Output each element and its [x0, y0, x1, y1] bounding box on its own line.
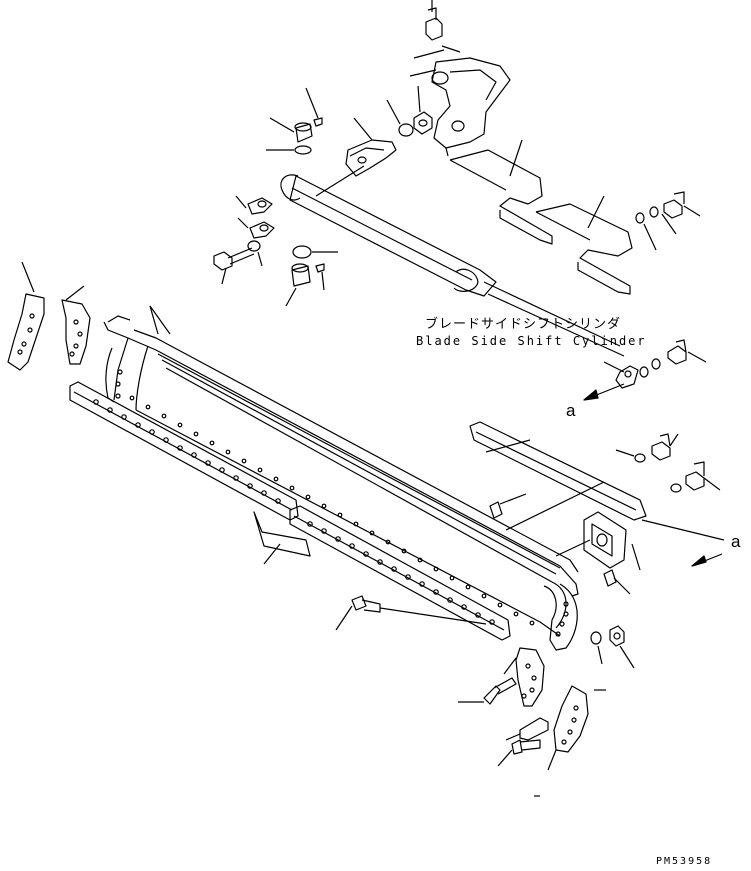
end-bit-right-outer [547, 685, 589, 771]
leader-line [386, 99, 401, 125]
bolt-left [213, 240, 263, 285]
cutting-edge-holes [93, 399, 495, 625]
bolt-bottom-b [497, 739, 541, 767]
blade-side-shift-cylinder [280, 165, 625, 357]
cylinder-clevis [345, 117, 397, 177]
bolt-set-right-middle [615, 433, 721, 493]
bolt-set-right-upper [635, 191, 701, 251]
view-arrow-upper [583, 383, 625, 401]
leader-line [441, 45, 461, 53]
guard-plate-lower [535, 195, 633, 295]
top-bolt [425, 0, 443, 41]
clamp-halves [235, 195, 275, 239]
lower-cap [285, 245, 338, 307]
plow-bolt-lower [458, 677, 517, 705]
leader-line [149, 305, 171, 335]
blade-moldboard [103, 315, 579, 651]
component-label-jp: ブレードサイドシフトシリンダ [425, 317, 622, 332]
cutting-edge-support-bar [469, 421, 647, 521]
blade-perforations [129, 395, 535, 626]
cylinder-bracket [409, 49, 511, 157]
view-arrow-lower [641, 519, 725, 567]
small-plug-middle [489, 481, 605, 531]
guard-plate-upper [449, 139, 553, 245]
end-bit-left-inner [61, 285, 91, 365]
nut [413, 111, 433, 135]
drawing-code: PM53958 [656, 856, 713, 867]
bolt-bottom-a [505, 717, 549, 741]
callout-bracket [253, 511, 311, 565]
washer [398, 123, 414, 137]
leader-line [305, 87, 319, 119]
view-reference-upper: a [566, 401, 576, 420]
cutting-edge-left [69, 381, 299, 521]
end-bit-right-inner [503, 647, 545, 707]
washer [294, 145, 312, 155]
plow-bolt-upper [335, 595, 487, 631]
washer-nut-lower-right [590, 625, 635, 669]
leader-line [149, 305, 159, 335]
mounting-block [555, 511, 641, 571]
rod-end-assembly [603, 339, 707, 389]
small-plug-right [603, 569, 631, 595]
grease-cap-top [269, 117, 313, 143]
grease-fitting [313, 117, 323, 127]
leader-line [417, 85, 421, 113]
blade-end-holes [115, 369, 569, 637]
cutting-edge-right [289, 505, 511, 641]
end-bit-left-outer [7, 261, 45, 371]
view-reference-lower: a [731, 532, 741, 551]
component-label-en: Blade Side Shift Cylinder [416, 334, 647, 348]
